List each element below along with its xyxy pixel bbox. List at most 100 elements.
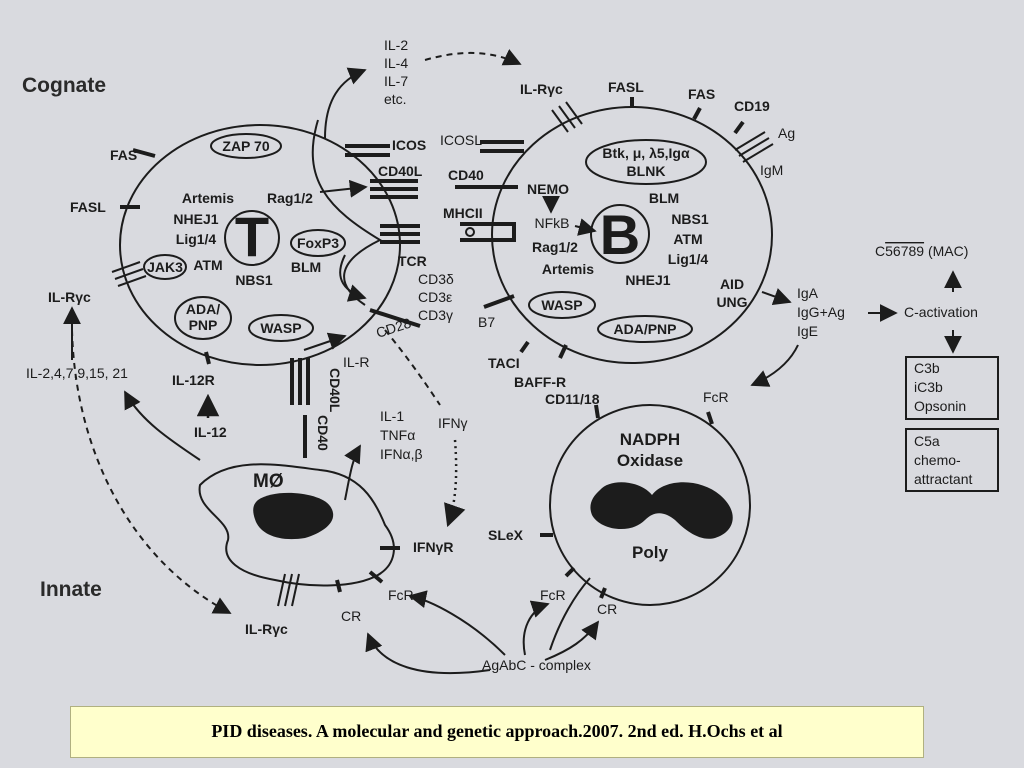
b-ada-pnp-label: ADA/PNP xyxy=(613,321,676,337)
mo-fcr-label: FcR xyxy=(388,587,414,603)
b-fas-receptor xyxy=(692,107,702,120)
t-cell-membrane xyxy=(119,124,401,366)
cd19-label: CD19 xyxy=(734,98,770,114)
icos-label: ICOS xyxy=(392,137,426,153)
taci-label: TACI xyxy=(488,355,520,371)
antibody-iga: IgA xyxy=(797,285,819,301)
c3b-line1: C3b xyxy=(914,360,940,376)
il1-label: IL-1 xyxy=(380,408,404,424)
mo-ilrgc-label: IL-Rγc xyxy=(245,621,288,637)
il-2-4-7-label: IL-2,4,7,9,15, 21 xyxy=(26,365,128,381)
mac-label: C56789 (MAC) xyxy=(875,243,968,259)
cytokine-group: IL-2 IL-4 IL-7 etc. IL-2,4,7,9,15, 21 IL… xyxy=(26,37,522,614)
ilr-label: IL-R xyxy=(343,354,369,370)
b-ag-line1 xyxy=(734,131,766,151)
b-ag-label: Ag xyxy=(778,125,795,141)
t-ilrgc-line1 xyxy=(111,261,141,273)
b-rag: Rag1/2 xyxy=(532,239,578,255)
il-to-b-arrow xyxy=(424,48,522,66)
jak3-label: JAK3 xyxy=(147,259,183,275)
c5a-line1: C5a xyxy=(914,433,940,449)
b-ag-line2 xyxy=(738,137,770,157)
b-ilrgc-line3 xyxy=(565,101,583,125)
poly-nucleus xyxy=(590,482,733,539)
poly-fcr-receptor xyxy=(564,566,576,578)
citation-text: PID diseases. A molecular and genetic ap… xyxy=(211,721,783,741)
t-nhej1: NHEJ1 xyxy=(173,211,218,227)
baffr-label: BAFF-R xyxy=(514,374,566,390)
b-nbs1: NBS1 xyxy=(671,211,709,227)
poly-fcr-label: FcR xyxy=(540,587,566,603)
ilr-arrow xyxy=(303,332,347,351)
t-ada-pnp-line1: ADA/ xyxy=(186,301,220,317)
b-ag-line3 xyxy=(742,143,774,163)
il12-label: IL-12 xyxy=(194,424,227,440)
t-wasp-oval xyxy=(248,314,314,342)
t-artemis: Artemis xyxy=(182,190,234,206)
b-ung: UNG xyxy=(716,294,747,310)
b-igm-label: IgM xyxy=(760,162,783,178)
b-ilrgc-line2 xyxy=(558,105,576,129)
mo-cr-label: CR xyxy=(341,608,361,624)
t-letter: T xyxy=(235,205,269,268)
cd19-receptor xyxy=(733,120,745,135)
t-fas-label: FAS xyxy=(110,147,137,163)
t-ilrgc-label: IL-Rγc xyxy=(48,289,91,305)
mhcii-peptide xyxy=(465,227,475,237)
macrophage-membrane xyxy=(198,463,395,587)
immune-synapse: ICOS ICOSL CD40L CD40 MHCII TCR CD3δ CD3… xyxy=(290,119,524,458)
complex-to-poly-fcr-arrow xyxy=(522,600,550,656)
il-list-3: IL-7 xyxy=(384,73,408,89)
b-fasl-label: FASL xyxy=(608,79,644,95)
b-nhej1: NHEJ1 xyxy=(625,272,670,288)
poly-fcr-top-receptor xyxy=(706,411,714,425)
t-nbs1: NBS1 xyxy=(235,272,273,288)
zap70-label: ZAP 70 xyxy=(222,138,269,154)
il-release-arrow xyxy=(324,67,367,139)
antibody-ige: IgE xyxy=(797,323,818,339)
b7-label: B7 xyxy=(478,314,495,330)
poly-label: Poly xyxy=(632,543,668,562)
cd40-label: CD40 xyxy=(448,167,484,183)
c5a-box xyxy=(905,428,999,492)
poly-title-line1: NADPH xyxy=(620,430,680,449)
mo-ilrgc-line2 xyxy=(284,573,293,607)
t-rag: Rag1/2 xyxy=(267,190,313,206)
b-ilrgc-line1 xyxy=(551,109,569,133)
mac-suffix: (MAC) xyxy=(924,243,968,259)
complex-to-mo-fcr-arrow xyxy=(408,590,506,656)
ifng-dash xyxy=(384,329,441,406)
b-nemo: NEMO xyxy=(527,181,569,197)
vertical-cd40-label: CD40 xyxy=(315,415,331,451)
c3b-line2: iC3b xyxy=(914,379,943,395)
zap70-oval xyxy=(210,133,282,159)
mo-ilrgc-line3 xyxy=(291,573,300,607)
b-fas-label: FAS xyxy=(688,86,715,102)
btk-line1: Btk, μ, λ5,Igα xyxy=(602,145,690,161)
b-atm: ATM xyxy=(673,231,702,247)
innate-title: Innate xyxy=(40,578,102,601)
c5a-line2: chemo- xyxy=(914,452,961,468)
il-list-4: etc. xyxy=(384,91,407,107)
b-aid: AID xyxy=(720,276,744,292)
b-nfkb: NFkB xyxy=(535,215,570,231)
ifngr-label: IFNγR xyxy=(413,539,453,555)
cd1118-label: CD11/18 xyxy=(545,391,600,407)
t-fasl-label: FASL xyxy=(70,199,106,215)
poly-cr-receptor xyxy=(599,587,607,599)
complex-to-poly-cr-arrow xyxy=(544,620,600,661)
mhcii-label: MHCII xyxy=(443,205,483,221)
mo-cytokine-arrow xyxy=(344,444,361,501)
b-artemis: Artemis xyxy=(542,261,594,277)
b-cell: B Btk, μ, λ5,Igα BLNK NEMO NFkB BLM NBS1… xyxy=(478,79,795,390)
il-list-1: IL-2 xyxy=(384,37,408,53)
b-wasp-oval xyxy=(528,291,596,319)
mo-to-il-arrow xyxy=(124,390,201,461)
t-il12r-receptor xyxy=(204,351,211,365)
macrophage: MØ IFNγR FcR CR IL-Rγc xyxy=(198,463,453,637)
agabc-complex-label: AgAbC - complex xyxy=(482,657,591,673)
il-list-2: IL-4 xyxy=(384,55,408,71)
tcr-label: TCR xyxy=(398,253,427,269)
b-ada-pnp-oval xyxy=(597,315,693,343)
cognate-title: Cognate xyxy=(22,74,106,97)
